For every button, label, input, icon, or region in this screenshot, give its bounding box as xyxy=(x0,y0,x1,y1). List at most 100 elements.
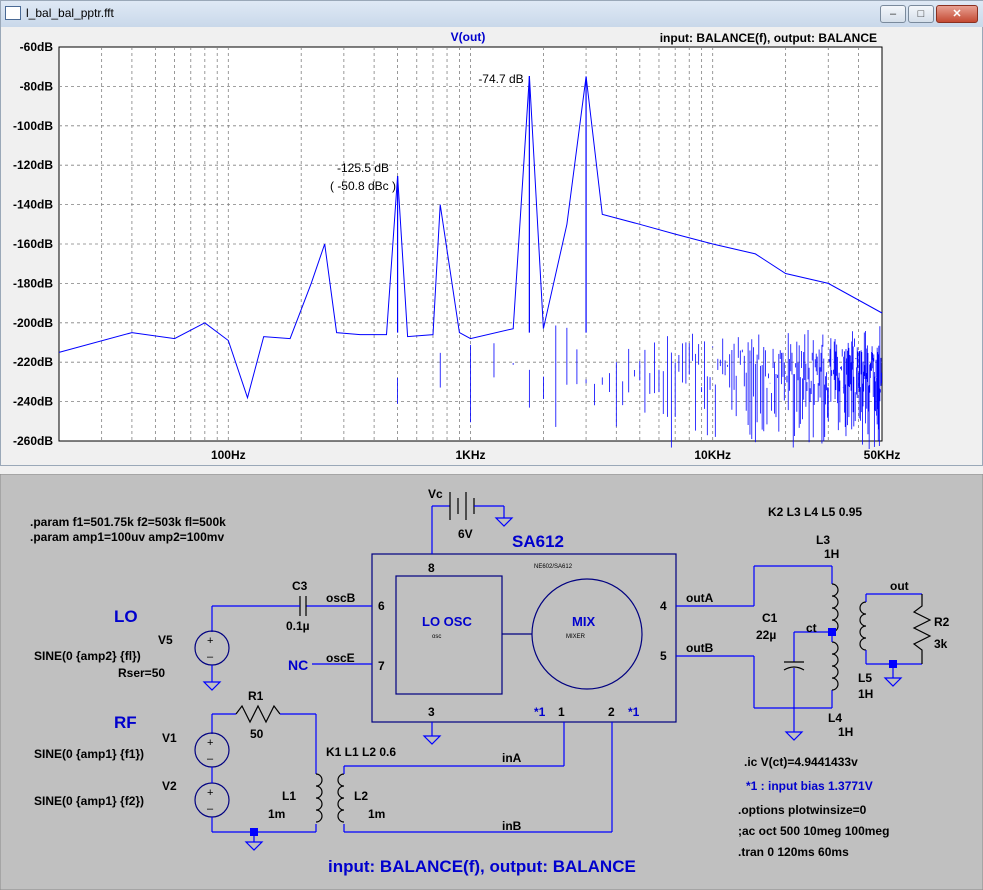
mix-sub: MIXER xyxy=(566,634,586,640)
ic-directive[interactable]: .ic V(ct)=4.9441433v xyxy=(744,755,858,769)
l4-name[interactable]: L4 xyxy=(828,711,842,725)
ic-name[interactable]: SA612 xyxy=(512,532,564,551)
vc-value[interactable]: 6V xyxy=(458,527,473,541)
l3-name[interactable]: L3 xyxy=(816,533,830,547)
schematic-labels: .param f1=501.75k f2=503k fl=500k .param… xyxy=(30,487,950,876)
schematic-editor[interactable]: .param f1=501.75k f2=503k fl=500k .param… xyxy=(0,474,983,890)
net-osce[interactable]: oscE xyxy=(326,651,355,665)
net-outb[interactable]: outB xyxy=(686,641,714,655)
y-tick-label: -60dB xyxy=(20,40,54,54)
l3-value[interactable]: 1H xyxy=(824,547,839,561)
close-button[interactable]: ✕ xyxy=(936,5,978,23)
options-directive[interactable]: .options plotwinsize=0 xyxy=(738,803,867,817)
c3-value[interactable]: 0.1µ xyxy=(286,619,310,633)
lo-osc-label: LO OSC xyxy=(422,614,472,629)
v5-value[interactable]: SINE(0 {amp2} {fl}) xyxy=(34,649,141,663)
ac-directive[interactable]: ;ac oct 500 10meg 100meg xyxy=(738,824,889,838)
plot-grid xyxy=(59,47,882,441)
y-tick-label: -120dB xyxy=(13,158,53,172)
net-ina[interactable]: inA xyxy=(502,751,522,765)
title-bar[interactable]: l_bal_bal_pptr.fft – □ ✕ xyxy=(1,1,983,27)
minimize-button[interactable]: – xyxy=(880,5,906,23)
r2-value[interactable]: 3k xyxy=(934,637,948,651)
v1-value[interactable]: SINE(0 {amp1} {f1}) xyxy=(34,747,144,761)
y-axis-ticks: -60dB-80dB-100dB-120dB-140dB-160dB-180dB… xyxy=(13,40,53,448)
ic-part-text: NE602/SA612 xyxy=(534,564,573,570)
plot-header-note: input: BALANCE(f), output: BALANCE xyxy=(660,31,877,45)
schematic-canvas[interactable] xyxy=(0,474,983,890)
y-tick-label: -200dB xyxy=(13,316,53,330)
l1-value[interactable]: 1m xyxy=(268,807,285,821)
net-oscb[interactable]: oscB xyxy=(326,591,356,605)
l5-value[interactable]: 1H xyxy=(858,687,873,701)
waveform-window: l_bal_bal_pptr.fft – □ ✕ -60dB -80dB -100d… xyxy=(0,0,983,466)
v5-rser[interactable]: Rser=50 xyxy=(118,666,165,680)
r1-name[interactable]: R1 xyxy=(248,689,264,703)
lo-osc-sub: osc xyxy=(432,634,441,640)
rf-title[interactable]: RF xyxy=(114,713,137,732)
v2-plus-icon: + xyxy=(207,787,213,799)
y-tick-label: -80dB xyxy=(20,79,54,93)
tran-directive[interactable]: .tran 0 120ms 60ms xyxy=(738,845,849,859)
net-outa[interactable]: outA xyxy=(686,591,714,605)
r1-value[interactable]: 50 xyxy=(250,727,264,741)
l4-value[interactable]: 1H xyxy=(838,725,853,739)
y-tick-label: -240dB xyxy=(13,395,53,409)
pin-3: 3 xyxy=(428,705,435,719)
pin-7: 7 xyxy=(378,659,385,673)
x-tick-label: 1KHz xyxy=(455,448,485,462)
pin-6: 6 xyxy=(378,599,385,613)
k1-directive[interactable]: K1 L1 L2 0.6 xyxy=(326,745,396,759)
k2-directive[interactable]: K2 L3 L4 L5 0.95 xyxy=(768,505,862,519)
junction-dots xyxy=(250,628,897,836)
ct-label[interactable]: ct xyxy=(806,621,817,635)
x-axis-ticks: 100Hz 1KHz 10KHz 50KHz xyxy=(211,448,900,462)
vc-name[interactable]: Vc xyxy=(428,487,443,501)
x-tick-label: 50KHz xyxy=(864,448,901,462)
mix-label: MIX xyxy=(572,614,595,629)
y-tick-label: -220dB xyxy=(13,355,53,369)
r2-name[interactable]: R2 xyxy=(934,615,950,629)
annotation-spur-dbc: ( -50.8 dBc ) xyxy=(330,179,396,193)
pin-note-left: *1 xyxy=(534,705,546,719)
trace-v-out xyxy=(58,75,883,400)
v1-plus-icon: + xyxy=(207,737,213,749)
v1-minus-icon: – xyxy=(207,753,214,765)
footer-note[interactable]: input: BALANCE(f), output: BALANCE xyxy=(328,857,636,876)
c1-value[interactable]: 22µ xyxy=(756,628,776,642)
net-inb[interactable]: inB xyxy=(502,819,522,833)
c1-name[interactable]: C1 xyxy=(762,611,778,625)
pin-2: 2 xyxy=(608,705,615,719)
trace-name-label[interactable]: V(out) xyxy=(451,30,486,44)
pin-1: 1 xyxy=(558,705,565,719)
l2-name[interactable]: L2 xyxy=(354,789,368,803)
trace-spurs xyxy=(396,75,882,449)
fft-plot[interactable]: -60dB-80dB-100dB-120dB-140dB-160dB-180dB… xyxy=(1,27,982,465)
v5-plus-icon: + xyxy=(207,635,213,647)
param-line-1[interactable]: .param f1=501.75k f2=503k fl=500k xyxy=(30,515,226,529)
y-tick-label: -180dB xyxy=(13,276,53,290)
v1-name[interactable]: V1 xyxy=(162,731,177,745)
pin-4: 4 xyxy=(660,599,667,613)
pin-8: 8 xyxy=(428,561,435,575)
y-tick-label: -260dB xyxy=(13,434,53,448)
nc-label[interactable]: NC xyxy=(288,657,308,673)
param-line-2[interactable]: .param amp1=100uv amp2=100mv xyxy=(30,530,224,544)
waveform-app-icon xyxy=(5,6,21,20)
l5-name[interactable]: L5 xyxy=(858,671,872,685)
v2-value[interactable]: SINE(0 {amp1} {f2}) xyxy=(34,794,144,808)
v5-name[interactable]: V5 xyxy=(158,633,173,647)
x-tick-label: 100Hz xyxy=(211,448,246,462)
l2-value[interactable]: 1m xyxy=(368,807,385,821)
v2-name[interactable]: V2 xyxy=(162,779,177,793)
bias-note[interactable]: *1 : input bias 1.3771V xyxy=(746,779,873,793)
l1-name[interactable]: L1 xyxy=(282,789,296,803)
y-tick-label: -100dB xyxy=(13,119,53,133)
x-tick-label: 10KHz xyxy=(694,448,731,462)
annotation-peak: -74.7 dB xyxy=(478,72,523,86)
c3-name[interactable]: C3 xyxy=(292,579,308,593)
window-title: l_bal_bal_pptr.fft xyxy=(26,6,114,20)
lo-title[interactable]: LO xyxy=(114,607,138,626)
maximize-button[interactable]: □ xyxy=(908,5,934,23)
out-label[interactable]: out xyxy=(890,579,909,593)
